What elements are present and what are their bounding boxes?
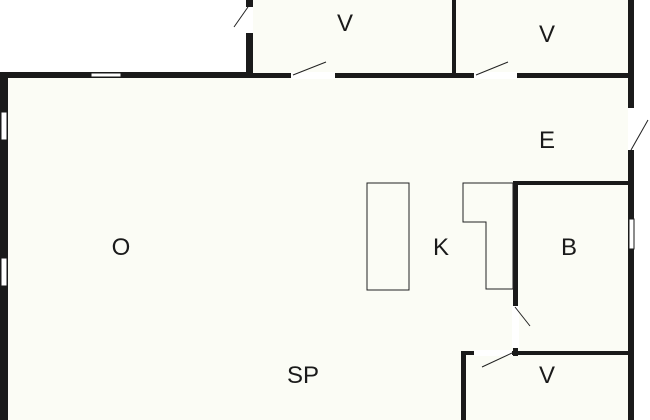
wall-v1-left bbox=[246, 0, 253, 78]
door-leaf-v1-top bbox=[233, 6, 249, 28]
wall-v3-left bbox=[461, 351, 466, 420]
walls bbox=[0, 0, 634, 420]
doors bbox=[233, 6, 649, 368]
kitchen-fixtures bbox=[366, 182, 514, 291]
floor-areas bbox=[6, 0, 631, 420]
kitchen-counter bbox=[462, 182, 514, 290]
window-left-lower bbox=[0, 257, 8, 287]
door-leaf-v2 bbox=[475, 61, 509, 76]
wall-v-divider bbox=[452, 0, 456, 76]
room-label-e: E bbox=[538, 127, 556, 154]
door-gap-v3 bbox=[474, 350, 512, 356]
room-label-k: K bbox=[432, 234, 450, 261]
door-gap-v1 bbox=[291, 72, 335, 79]
door-gap-b bbox=[512, 306, 519, 348]
opening-v1-top bbox=[246, 7, 253, 33]
room-label-o: O bbox=[111, 234, 131, 261]
window-right-b bbox=[628, 218, 635, 250]
room-label-b: B bbox=[560, 234, 578, 261]
door-leaf-v1 bbox=[292, 61, 327, 76]
window-left-upper bbox=[0, 111, 8, 141]
wall-right bbox=[628, 0, 634, 420]
wall-top-left bbox=[0, 72, 252, 78]
openings bbox=[0, 7, 635, 356]
floor-main bbox=[6, 76, 631, 420]
room-label-sp: SP bbox=[286, 362, 320, 389]
window-top-left bbox=[90, 72, 122, 78]
kitchen-island bbox=[366, 182, 410, 291]
door-leaf-b bbox=[514, 306, 531, 327]
room-label-v-top-left: V bbox=[336, 10, 354, 37]
door-leaf-v3 bbox=[481, 352, 513, 368]
wall-v-bottom bbox=[250, 73, 632, 78]
wall-b-top bbox=[513, 181, 631, 185]
room-label-v-bottom: V bbox=[538, 362, 556, 389]
room-label-v-top-right: V bbox=[538, 21, 556, 48]
floor-upper-rooms bbox=[250, 0, 631, 76]
door-gap-e bbox=[628, 108, 635, 150]
wall-b-left bbox=[513, 181, 518, 356]
wall-b-bottom bbox=[461, 351, 631, 355]
door-leaf-e bbox=[630, 119, 649, 151]
door-gap-v2 bbox=[474, 72, 517, 79]
wall-left bbox=[0, 72, 8, 420]
